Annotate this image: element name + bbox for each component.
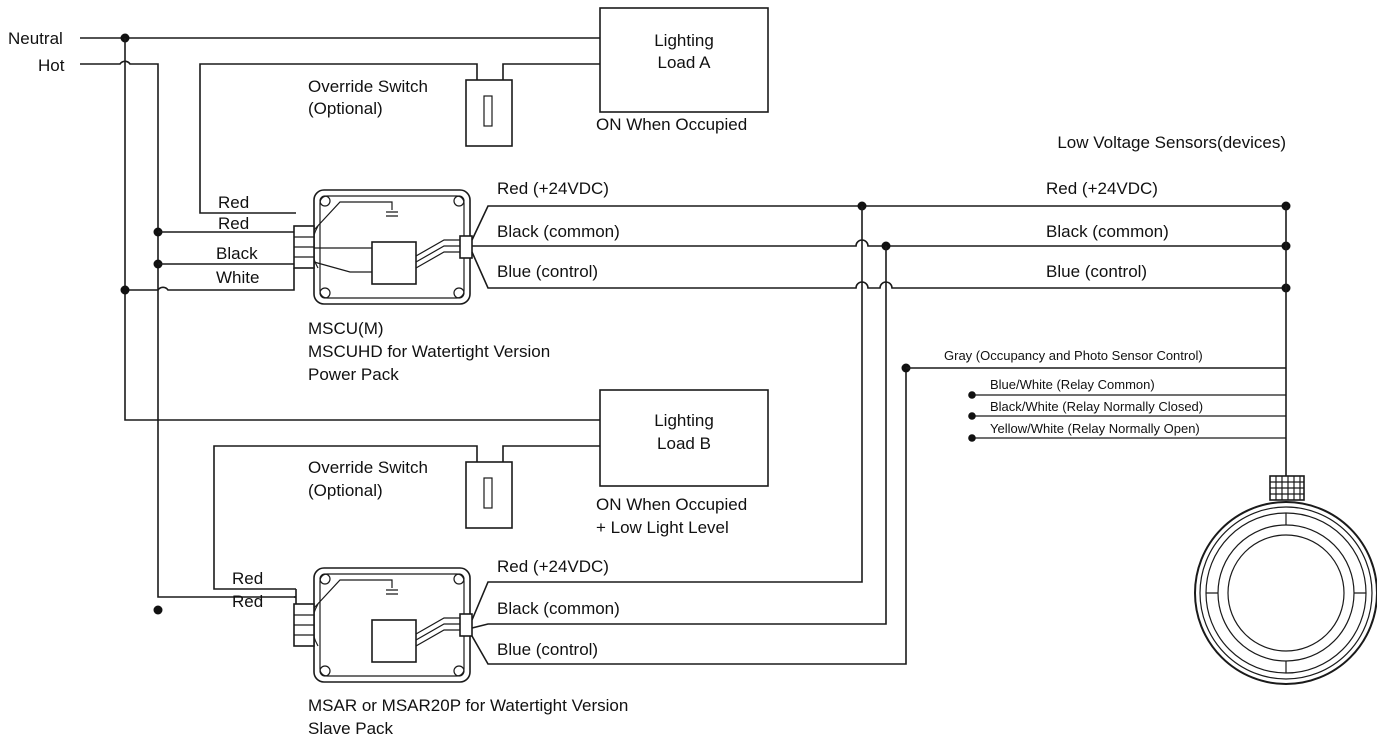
load-b-line2: Load B: [657, 434, 711, 453]
relay-common-label: Blue/White (Relay Common): [990, 377, 1155, 392]
sensor-black-label: Black (common): [1046, 222, 1169, 241]
load-a-caption: ON When Occupied: [596, 115, 747, 134]
pp-wire-black: Black: [216, 244, 258, 263]
pp-wire-red-1: Red: [218, 193, 249, 212]
sp-black-label: Black (common): [497, 599, 620, 618]
power-pack-device: [124, 189, 1286, 305]
override-switch-b: [213, 445, 600, 590]
load-b-caption1: ON When Occupied: [596, 495, 747, 514]
sp-red-label: Red (+24VDC): [497, 557, 609, 576]
low-voltage-sensor-device: [1194, 475, 1377, 685]
neutral-label: Neutral: [8, 29, 63, 48]
sp-caption: Slave Pack: [308, 719, 394, 738]
sensor-red-label: Red (+24VDC): [1046, 179, 1158, 198]
low-voltage-bus: [471, 201, 1291, 665]
override-a-line2: (Optional): [308, 99, 383, 118]
sp-wire-red-2: Red: [232, 592, 263, 611]
pp-blue-label: Blue (control): [497, 262, 598, 281]
lighting-load-a-box: [599, 7, 769, 113]
sensor-gray-label: Gray (Occupancy and Photo Sensor Control…: [944, 348, 1203, 363]
sp-title: MSAR or MSAR20P for Watertight Version: [308, 696, 628, 715]
pp-title: MSCU(M): [308, 319, 384, 338]
pp-wire-red-2: Red: [218, 214, 249, 233]
override-a-line1: Override Switch: [308, 77, 428, 96]
pp-caption: Power Pack: [308, 365, 399, 384]
override-switch-a: [199, 63, 600, 214]
slave-pack-device: [293, 567, 473, 683]
hot-wire: [80, 60, 296, 615]
load-b-line1: Lighting: [654, 411, 714, 430]
sensor-blue-label: Blue (control): [1046, 262, 1147, 281]
pp-red-label: Red (+24VDC): [497, 179, 609, 198]
load-a-line1: Lighting: [654, 31, 714, 50]
sensor-leads: [906, 206, 1287, 478]
neutral-wire: [80, 33, 600, 421]
load-a-line2: Load A: [658, 53, 712, 72]
pp-black-label: Black (common): [497, 222, 620, 241]
sp-blue-label: Blue (control): [497, 640, 598, 659]
hot-label: Hot: [38, 56, 65, 75]
sensors-heading: Low Voltage Sensors(devices): [1057, 133, 1286, 152]
pp-wire-white: White: [216, 268, 259, 287]
sp-wire-red-1: Red: [232, 569, 263, 588]
pp-subtitle: MSCUHD for Watertight Version: [308, 342, 550, 361]
load-b-caption2: + Low Light Level: [596, 518, 729, 537]
override-b-line2: (Optional): [308, 481, 383, 500]
relay-no-label: Yellow/White (Relay Normally Open): [990, 421, 1200, 436]
override-b-line1: Override Switch: [308, 458, 428, 477]
relay-nc-label: Black/White (Relay Normally Closed): [990, 399, 1203, 414]
lighting-load-b-box: [599, 389, 769, 487]
